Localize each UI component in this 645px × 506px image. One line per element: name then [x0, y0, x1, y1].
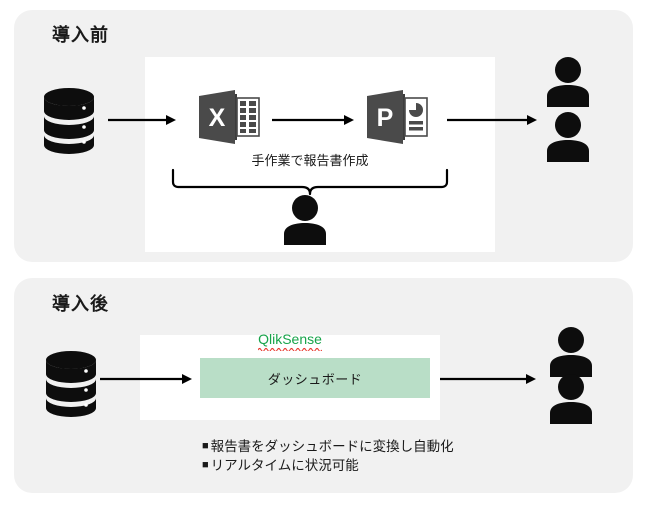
list-item: ■ 報告書をダッシュボードに変換し自動化: [202, 437, 522, 456]
list-item: ■ リアルタイムに状況可能: [202, 456, 522, 475]
after-section-title: 導入後: [52, 294, 109, 314]
person-icon: [545, 110, 591, 162]
database-icon: [42, 348, 100, 418]
arrow-excel-to-powerpoint: [272, 113, 354, 127]
spellcheck-squiggle-icon: [258, 347, 322, 351]
excel-icon: X: [197, 88, 261, 146]
curly-brace-icon: [170, 168, 450, 200]
qliksense-product-label: QlikSense: [145, 331, 435, 351]
manual-process-label: 手作業で報告書作成: [251, 153, 369, 168]
qliksense-product-name: QlikSense: [258, 331, 322, 347]
powerpoint-icon: P: [365, 88, 429, 146]
before-section-title: 導入前: [52, 25, 109, 45]
person-icon: [548, 372, 594, 424]
person-icon: [282, 193, 328, 245]
arrow-powerpoint-to-audience: [447, 113, 537, 127]
database-icon: [40, 85, 98, 155]
arrow-dashboard-to-audience: [440, 372, 536, 386]
list-item-label: リアルタイムに状況可能: [210, 458, 359, 473]
benefits-list: ■ 報告書をダッシュボードに変換し自動化 ■ リアルタイムに状況可能: [202, 437, 522, 475]
arrow-db-to-dashboard: [100, 372, 192, 386]
dashboard-box: ダッシュボード: [200, 358, 430, 398]
powerpoint-letter: P: [377, 104, 394, 132]
bullet-marker-icon: ■: [202, 440, 209, 452]
before-process-panel: [145, 57, 495, 252]
dashboard-label: ダッシュボード: [267, 371, 363, 387]
person-icon: [545, 55, 591, 107]
bullet-marker-icon: ■: [202, 459, 209, 471]
arrow-db-to-excel: [108, 113, 176, 127]
excel-letter: X: [209, 104, 226, 132]
person-icon: [548, 325, 594, 377]
list-item-label: 報告書をダッシュボードに変換し自動化: [210, 439, 454, 454]
